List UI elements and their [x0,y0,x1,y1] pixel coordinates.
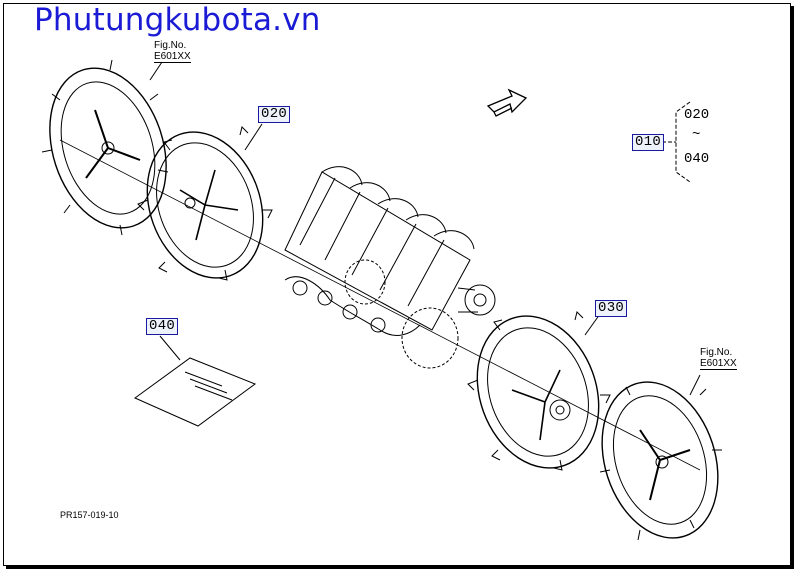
range-tilde: ~ [692,127,701,143]
watermark-text: Phutungkubota.vn [34,2,321,38]
rotor-assembly [284,166,496,369]
axle-centerline [59,139,701,471]
fig-ref-left[interactable]: Fig.No. E601XX [154,40,191,63]
leader-040 [159,335,181,361]
fig-ref-right[interactable]: Fig.No. E601XX [700,347,737,370]
drawing-number: PR157-019-10 [60,510,119,520]
wheel-020 [137,126,273,281]
part-label-040[interactable]: 040 [146,318,179,335]
direction-arrow [486,88,528,114]
part-label-020[interactable]: 020 [258,106,291,123]
range-bracket [662,101,691,183]
wheel-030 [467,311,611,471]
fig-ref-caption: Fig.No. [700,347,733,358]
left-outer-wheel [41,59,169,236]
diagram-frame [3,3,791,566]
range-end: 040 [684,151,710,167]
range-start: 020 [684,107,710,123]
manual-sheet [134,357,257,427]
leader-fig-left [149,61,163,81]
leader-fig-right [689,374,701,396]
part-label-010[interactable]: 010 [632,134,665,151]
leader-030 [584,313,601,336]
part-label-030[interactable]: 030 [595,300,628,317]
right-outer-wheel [599,381,722,541]
fig-ref-caption: Fig.No. [154,40,187,51]
fig-ref-code: E601XX [154,51,191,63]
leader-020 [244,123,263,151]
fig-ref-code: E601XX [700,358,737,370]
